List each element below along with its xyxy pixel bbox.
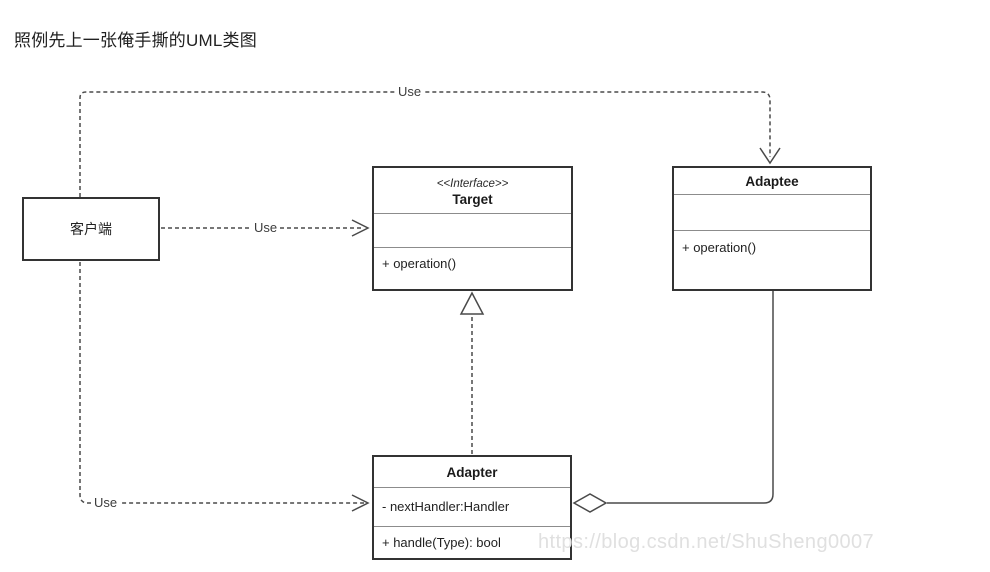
attributes-section-adaptee bbox=[674, 194, 870, 230]
watermark-text: https://blog.csdn.net/ShuSheng0007 bbox=[538, 531, 875, 553]
methods-section-adapter: + handle(Type): bool bbox=[374, 526, 570, 558]
class-box-adaptee: Adaptee + operation() bbox=[672, 166, 872, 291]
class-header-adaptee: Adaptee bbox=[674, 168, 870, 194]
method-item: + operation() bbox=[382, 256, 457, 271]
aggregation-line-adaptee-adapter bbox=[607, 291, 774, 504]
class-header-target: <<Interface>> Target bbox=[374, 168, 571, 213]
stereotype-label: <<Interface>> bbox=[436, 177, 509, 190]
dependency-line-client-adapter bbox=[79, 262, 364, 504]
open-arrowhead-adaptee-icon bbox=[759, 147, 781, 165]
class-box-target: <<Interface>> Target + operation() bbox=[372, 166, 573, 291]
hollow-triangle-arrowhead-icon bbox=[459, 291, 485, 315]
page-title: 照例先上一张俺手撕的UML类图 bbox=[14, 31, 257, 50]
class-name-client: 客户端 bbox=[70, 221, 112, 237]
attribute-item: - nextHandler:Handler bbox=[382, 499, 510, 514]
edge-label-use-middle: Use bbox=[251, 220, 281, 236]
class-box-adapter: Adapter - nextHandler:Handler + handle(T… bbox=[372, 455, 572, 560]
class-header-adapter: Adapter bbox=[374, 457, 570, 487]
attributes-section-adapter: - nextHandler:Handler bbox=[374, 487, 570, 526]
edge-label-use-top: Use bbox=[395, 84, 425, 100]
hollow-diamond-aggregation-icon bbox=[572, 493, 608, 513]
class-name-adapter: Adapter bbox=[446, 464, 498, 480]
open-arrowhead-target-icon bbox=[351, 219, 370, 237]
class-name-adaptee: Adaptee bbox=[745, 173, 799, 189]
class-box-client: 客户端 bbox=[22, 197, 160, 261]
edge-label-use-bottom: Use bbox=[91, 495, 121, 511]
method-item: + operation() bbox=[682, 240, 757, 255]
method-item: + handle(Type): bool bbox=[382, 534, 501, 550]
attributes-section-target bbox=[374, 213, 571, 247]
methods-section-target: + operation() bbox=[374, 247, 571, 289]
methods-section-adaptee: + operation() bbox=[674, 230, 870, 289]
open-arrowhead-adapter-icon bbox=[351, 494, 370, 512]
class-name-target: Target bbox=[452, 191, 493, 207]
